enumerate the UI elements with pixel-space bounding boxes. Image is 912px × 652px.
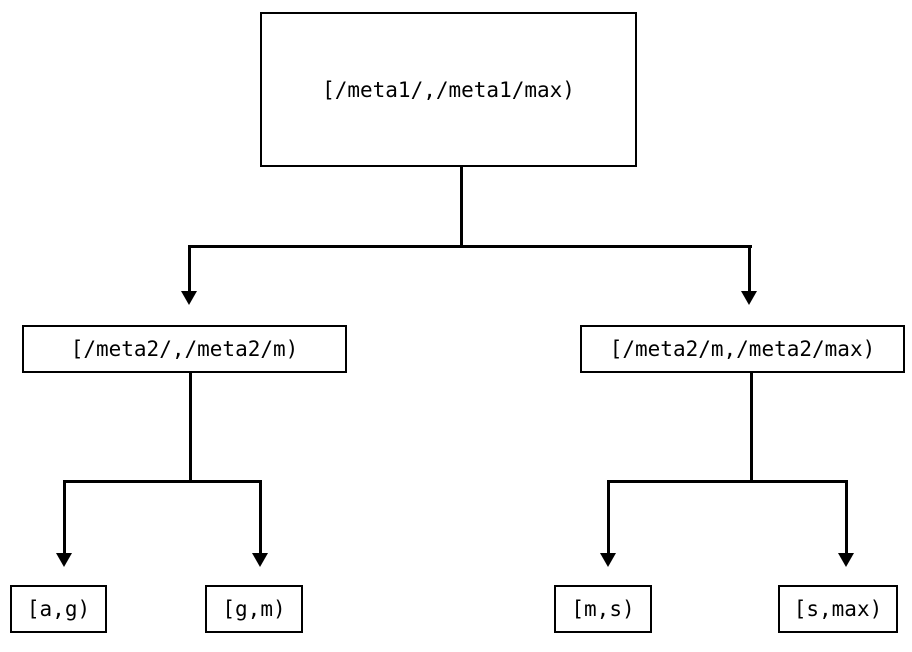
edge-mid-left-bar [64, 480, 262, 483]
edge-mid-right-bar [608, 480, 848, 483]
node-leaf-ag-label: [a,g) [26, 597, 91, 621]
node-leaf-ms-label: [m,s) [571, 597, 635, 621]
node-leaf-smax-label: [s,max) [793, 597, 883, 621]
arrow-mid-right-to-leaf-ms-icon [600, 553, 616, 567]
edge-root-bar [189, 245, 752, 248]
edge-mid-right-stem [750, 373, 753, 482]
node-leaf-ag[interactable]: [a,g) [10, 585, 107, 633]
edge-root-stem [460, 167, 463, 247]
arrow-mid-left-to-leaf-ag-icon [56, 553, 72, 567]
node-root-label: [/meta1/,/meta1/max) [322, 77, 575, 102]
node-mid-left[interactable]: [/meta2/,/meta2/m) [22, 325, 347, 373]
node-leaf-gm-label: [g,m) [222, 597, 286, 621]
node-leaf-smax[interactable]: [s,max) [778, 585, 898, 633]
edge-mid-right-to-leaf-ms-drop [607, 480, 610, 553]
node-mid-right-label: [/meta2/m,/meta2/max) [609, 337, 876, 361]
node-leaf-gm[interactable]: [g,m) [205, 585, 303, 633]
arrow-mid-left-to-leaf-gm-icon [252, 553, 268, 567]
arrow-mid-right-to-leaf-smax-icon [838, 553, 854, 567]
node-mid-right[interactable]: [/meta2/m,/meta2/max) [580, 325, 905, 373]
node-leaf-ms[interactable]: [m,s) [554, 585, 652, 633]
edge-mid-right-to-leaf-smax-drop [845, 480, 848, 553]
node-mid-left-label: [/meta2/,/meta2/m) [70, 337, 299, 361]
edge-mid-left-to-leaf-ag-drop [63, 480, 66, 553]
edge-root-to-mid-left-drop [188, 245, 191, 291]
edge-mid-left-stem [189, 373, 192, 482]
arrow-root-to-mid-left-icon [181, 291, 197, 305]
arrow-root-to-mid-right-icon [741, 291, 757, 305]
node-root[interactable]: [/meta1/,/meta1/max) [260, 12, 637, 167]
edge-mid-left-to-leaf-gm-drop [259, 480, 262, 553]
edge-root-to-mid-right-drop [748, 245, 751, 291]
